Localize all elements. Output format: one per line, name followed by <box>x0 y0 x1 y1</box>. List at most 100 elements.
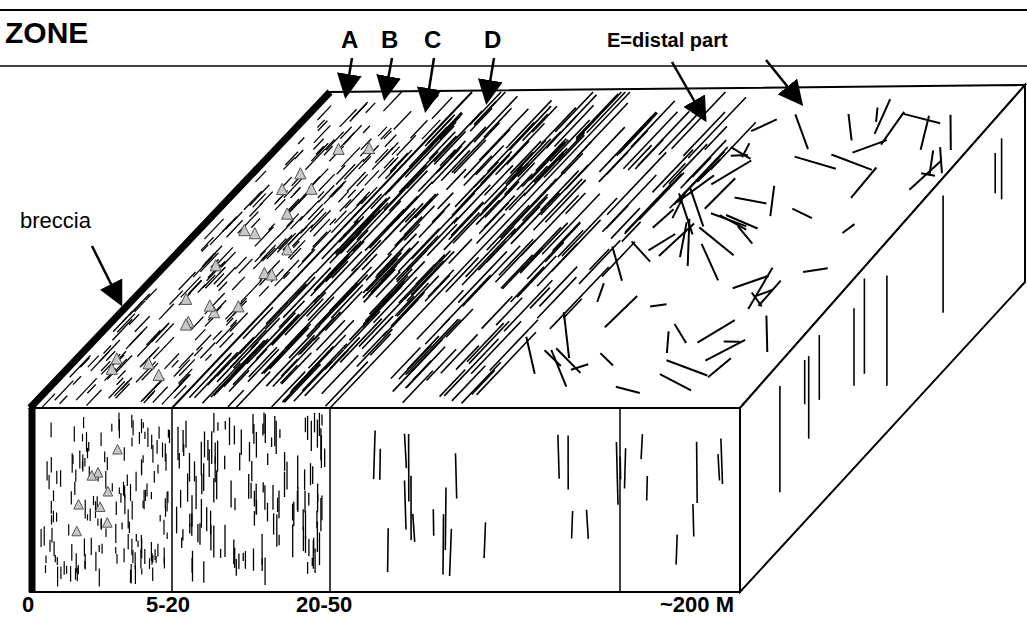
fracture <box>205 318 213 326</box>
fracture <box>57 567 58 587</box>
fracture <box>308 346 334 373</box>
fracture <box>312 466 313 484</box>
fracture <box>235 257 246 269</box>
fracture <box>159 304 174 320</box>
fracture <box>708 358 731 377</box>
fracture <box>84 539 85 557</box>
fracture <box>165 453 166 471</box>
fracture <box>257 314 300 359</box>
fracture <box>265 277 315 329</box>
fracture <box>427 224 457 255</box>
fracture <box>185 421 186 448</box>
fracture <box>623 112 677 169</box>
fracture <box>340 199 351 211</box>
fracture <box>256 432 257 458</box>
fracture <box>131 539 132 556</box>
fracture <box>476 200 499 224</box>
fracture <box>241 430 242 456</box>
fracture <box>495 240 535 282</box>
fracture <box>82 454 83 471</box>
fracture <box>313 232 328 247</box>
fracture <box>297 487 298 512</box>
fracture <box>416 264 435 284</box>
fracture <box>612 246 622 280</box>
fracture <box>365 170 379 185</box>
fracture <box>521 248 543 271</box>
fracture <box>192 551 193 582</box>
fracture <box>157 464 158 473</box>
fracture <box>119 488 120 494</box>
fracture <box>191 317 204 330</box>
fracture <box>652 150 693 193</box>
fracture <box>253 549 254 571</box>
fracture <box>181 538 182 548</box>
fracture <box>269 224 275 231</box>
fracture <box>151 542 152 561</box>
fracture <box>696 442 698 503</box>
fracture <box>504 280 552 331</box>
breccia-clast <box>333 143 344 154</box>
fracture <box>348 190 356 198</box>
fracture <box>74 426 75 442</box>
fracture <box>649 234 676 250</box>
fracture <box>444 488 446 550</box>
fracture <box>397 135 416 155</box>
fracture <box>114 381 128 396</box>
fracture <box>318 121 328 131</box>
fracture <box>330 92 630 408</box>
fracture <box>317 484 318 513</box>
fracture <box>399 345 431 379</box>
fracture <box>724 341 740 343</box>
fracture <box>381 143 399 161</box>
fracture <box>319 174 335 191</box>
fracture <box>818 335 820 400</box>
fracture <box>542 194 600 255</box>
fracture <box>152 555 153 562</box>
fracture <box>53 541 54 556</box>
fracture <box>284 452 285 471</box>
fracture <box>278 535 279 546</box>
fracture <box>248 349 279 382</box>
fracture <box>305 511 306 540</box>
fracture <box>146 484 147 497</box>
fracture <box>336 164 355 184</box>
fracture <box>233 342 258 368</box>
fracture <box>310 463 311 485</box>
fracture <box>334 211 346 224</box>
fracture <box>126 332 142 349</box>
fracture <box>200 343 215 359</box>
fracture <box>340 109 357 127</box>
fracture <box>641 434 642 459</box>
fracture <box>100 519 101 529</box>
fracture <box>236 340 265 371</box>
fracture <box>363 126 370 133</box>
fracture <box>201 442 202 476</box>
fracture <box>279 301 304 328</box>
fracture <box>100 432 101 446</box>
fracture <box>317 420 318 448</box>
fracture <box>72 453 73 473</box>
fracture <box>440 370 466 397</box>
fracture <box>347 125 362 141</box>
fracture <box>77 567 78 581</box>
fracture <box>284 260 299 276</box>
fracture <box>273 513 274 534</box>
fracture <box>748 268 772 309</box>
fracture <box>702 244 719 281</box>
fracture <box>921 173 935 176</box>
fracture <box>264 485 265 509</box>
fracture <box>179 353 194 368</box>
fracture <box>876 108 877 122</box>
fracture <box>490 320 538 371</box>
fracture <box>731 147 751 159</box>
fracture <box>172 92 472 408</box>
fracture <box>56 471 57 484</box>
fracture <box>286 462 287 490</box>
fracture <box>230 480 231 507</box>
fracture <box>399 255 445 304</box>
fracture <box>1001 138 1003 199</box>
fracture <box>297 491 298 511</box>
fracture <box>224 456 225 469</box>
fracture <box>264 324 311 373</box>
fracture <box>292 524 293 557</box>
